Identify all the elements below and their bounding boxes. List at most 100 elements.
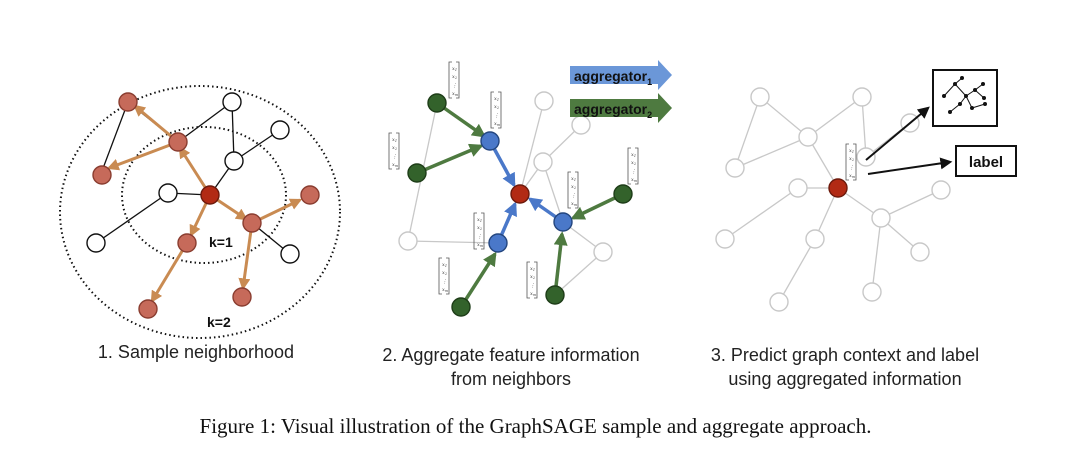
vector-entry: x1 [494,96,499,102]
target-node [828,178,848,198]
feature-vector: x1 x2 ⋮ xm [448,61,460,99]
graph-nodes [86,92,320,319]
faded-node [534,91,554,111]
panel-1-sample-neighborhood: k=1 k=2 1. Sample neighborhood [59,85,341,362]
graph-context-icon [932,69,998,127]
figure-caption: Figure 1: Visual illustration of the Gra… [199,414,872,438]
k1-label: k=1 [209,234,233,250]
vector-entry: ⋮ [530,283,535,289]
feature-vector: x1 x2 ⋮ xm [473,212,485,250]
vector-entry: x1 [442,262,447,268]
vector-entry: x2 [477,225,483,231]
faded-node [862,282,882,302]
vector-entry: ⋮ [494,113,499,119]
vector-entry: x1 [849,148,854,154]
panel-1-caption: 1. Sample neighborhood [98,342,294,362]
faded-node [805,229,825,249]
svg-text:aggregator2: aggregator2 [574,101,652,120]
feature-vectors-panel-3: x1 x2 ⋮ xm [845,143,857,181]
hop2-edges [416,101,624,308]
hop2-node [545,285,565,305]
target-node [510,184,530,204]
vector-entry: ⋮ [452,83,457,89]
faded-node [788,178,808,198]
feature-vector: x1 x2 ⋮ xm [567,171,579,209]
sampled-node [92,165,112,185]
faded-node [725,158,745,178]
aggregator-1-arrow: aggregator1 [570,60,672,90]
vector-entry: x2 [571,184,577,190]
feature-vector: x1 x2 ⋮ xm [490,91,502,129]
vector-entry: x2 [631,160,637,166]
sampled-node [232,287,252,307]
faded-node [910,242,930,262]
vector-entry: ⋮ [631,169,636,175]
faded-node [798,127,818,147]
vector-entry: xm [477,242,484,248]
vector-entry: x1 [530,266,535,272]
aggregator-1-text: aggregator [574,68,648,84]
faded-node [398,231,418,251]
hop2-node [407,163,427,183]
sampled-node [118,92,138,112]
vector-entry: x1 [452,66,457,72]
faded-node [852,87,872,107]
aggregator-1-sub: 1 [647,77,652,87]
panel-2-caption-line-1: 2. Aggregate feature information [382,345,639,365]
sampled-node [138,299,158,319]
target-node [200,185,220,205]
sampled-node [242,213,262,233]
vector-entry: xm [452,91,459,97]
inner-hop-circle [121,126,287,264]
vector-entry: ⋮ [477,234,482,240]
k2-label: k=2 [207,314,231,330]
faded-node [856,147,876,167]
hop1-node [553,212,573,232]
faded-node [931,180,951,200]
hop2-node [613,184,633,204]
aggregator-2-arrow: aggregator2 [570,93,672,123]
hop1-node [488,233,508,253]
node [222,92,242,112]
label-box: label [955,145,1017,177]
faded-node [769,292,789,312]
vector-entry: xm [571,201,578,207]
sampled-node [168,132,188,152]
hop2-node [427,93,447,113]
node [270,120,290,140]
panel-2-caption-line-2: from neighbors [451,369,571,389]
vector-entry: x2 [849,156,855,162]
vector-entry: x1 [571,176,576,182]
vector-entry: xm [849,173,856,179]
vector-entry: xm [392,162,399,168]
faded-node [571,115,591,135]
outer-hop-circle [59,85,341,339]
svg-text:aggregator1: aggregator1 [574,68,652,87]
vector-entry: x2 [442,270,448,276]
hop2-node [451,297,471,317]
node [158,183,178,203]
vector-entry: x2 [452,74,458,80]
faded-node [750,87,770,107]
aggregator-2-text: aggregator [574,101,648,117]
vector-entry: x1 [477,217,482,223]
vector-entry: xm [494,121,501,127]
vector-entry: ⋮ [571,193,576,199]
vector-entry: xm [442,287,449,293]
vector-entry: ⋮ [849,165,854,171]
vector-entry: x2 [494,104,500,110]
feature-vector: x1 x2 ⋮ xm [845,143,857,181]
context-arrow [865,106,930,161]
node [86,233,106,253]
vector-entry: x1 [631,152,636,158]
faded-node [871,208,891,228]
node [280,244,300,264]
